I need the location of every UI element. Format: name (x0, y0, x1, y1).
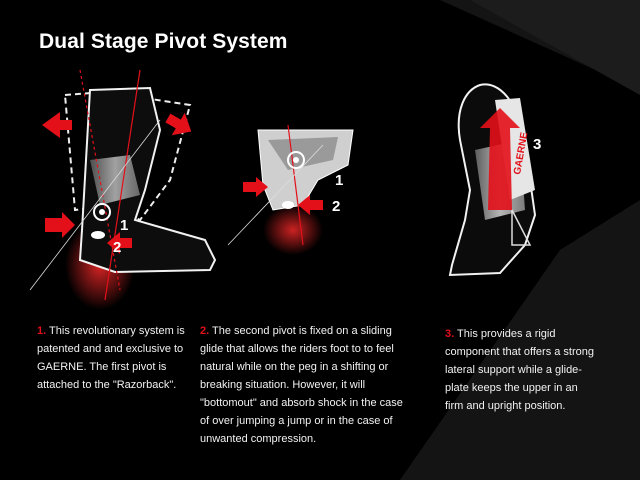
glide-plate-outline (511, 209, 532, 246)
boot-shell (90, 155, 140, 205)
pivot-1-marker (287, 151, 305, 169)
guide-line (227, 144, 324, 246)
left-boot-diagram: 1 2 (29, 69, 217, 310)
arrow-right-icon (45, 212, 75, 238)
guide-line (29, 119, 161, 291)
pivot-detail-plate (268, 137, 338, 170)
label-pivot-3: 3 (533, 136, 541, 153)
arrow-left-icon (298, 195, 323, 215)
label-pivot-1: 1 (335, 172, 343, 189)
boot-outline (78, 86, 217, 274)
arrow-right-icon (165, 112, 192, 136)
label-pivot-2: 2 (332, 198, 340, 215)
pivot-2-marker (91, 231, 105, 239)
description-text: The second pivot is fixed on a sliding g… (200, 325, 403, 445)
page-title: Dual Stage Pivot System (39, 30, 288, 53)
arrow-up-icon (480, 108, 520, 210)
pivot-1-marker (99, 209, 105, 215)
description-1: 1. This revolutionary system is patented… (37, 322, 187, 394)
description-number: 2. (200, 325, 210, 337)
arrow-right-icon (243, 177, 268, 197)
pivot-1-marker (93, 203, 111, 221)
description-text: This revolutionary system is patented an… (37, 325, 185, 391)
description-number: 1. (37, 325, 47, 337)
pivot-1-marker (293, 157, 299, 163)
arrow-left-icon (107, 232, 132, 254)
description-text: This provides a rigid component that off… (445, 328, 594, 412)
label-pivot-2: 2 (113, 239, 121, 256)
description-2: 2. The second pivot is fixed on a slidin… (200, 322, 415, 448)
label-pivot-1: 1 (120, 217, 128, 234)
right-boot-diagram: GAERNE 3 (448, 83, 541, 277)
pivot-axis (79, 69, 121, 291)
description-3: 3. This provides a rigid component that … (445, 325, 595, 415)
arrow-left-icon (42, 112, 72, 138)
glow-shape (263, 205, 323, 255)
pivot-axis (287, 124, 304, 246)
pivot-axis (104, 69, 141, 301)
description-number: 3. (445, 328, 455, 340)
pivot-2-marker (282, 201, 294, 209)
middle-pivot-detail: 1 2 (227, 124, 354, 255)
